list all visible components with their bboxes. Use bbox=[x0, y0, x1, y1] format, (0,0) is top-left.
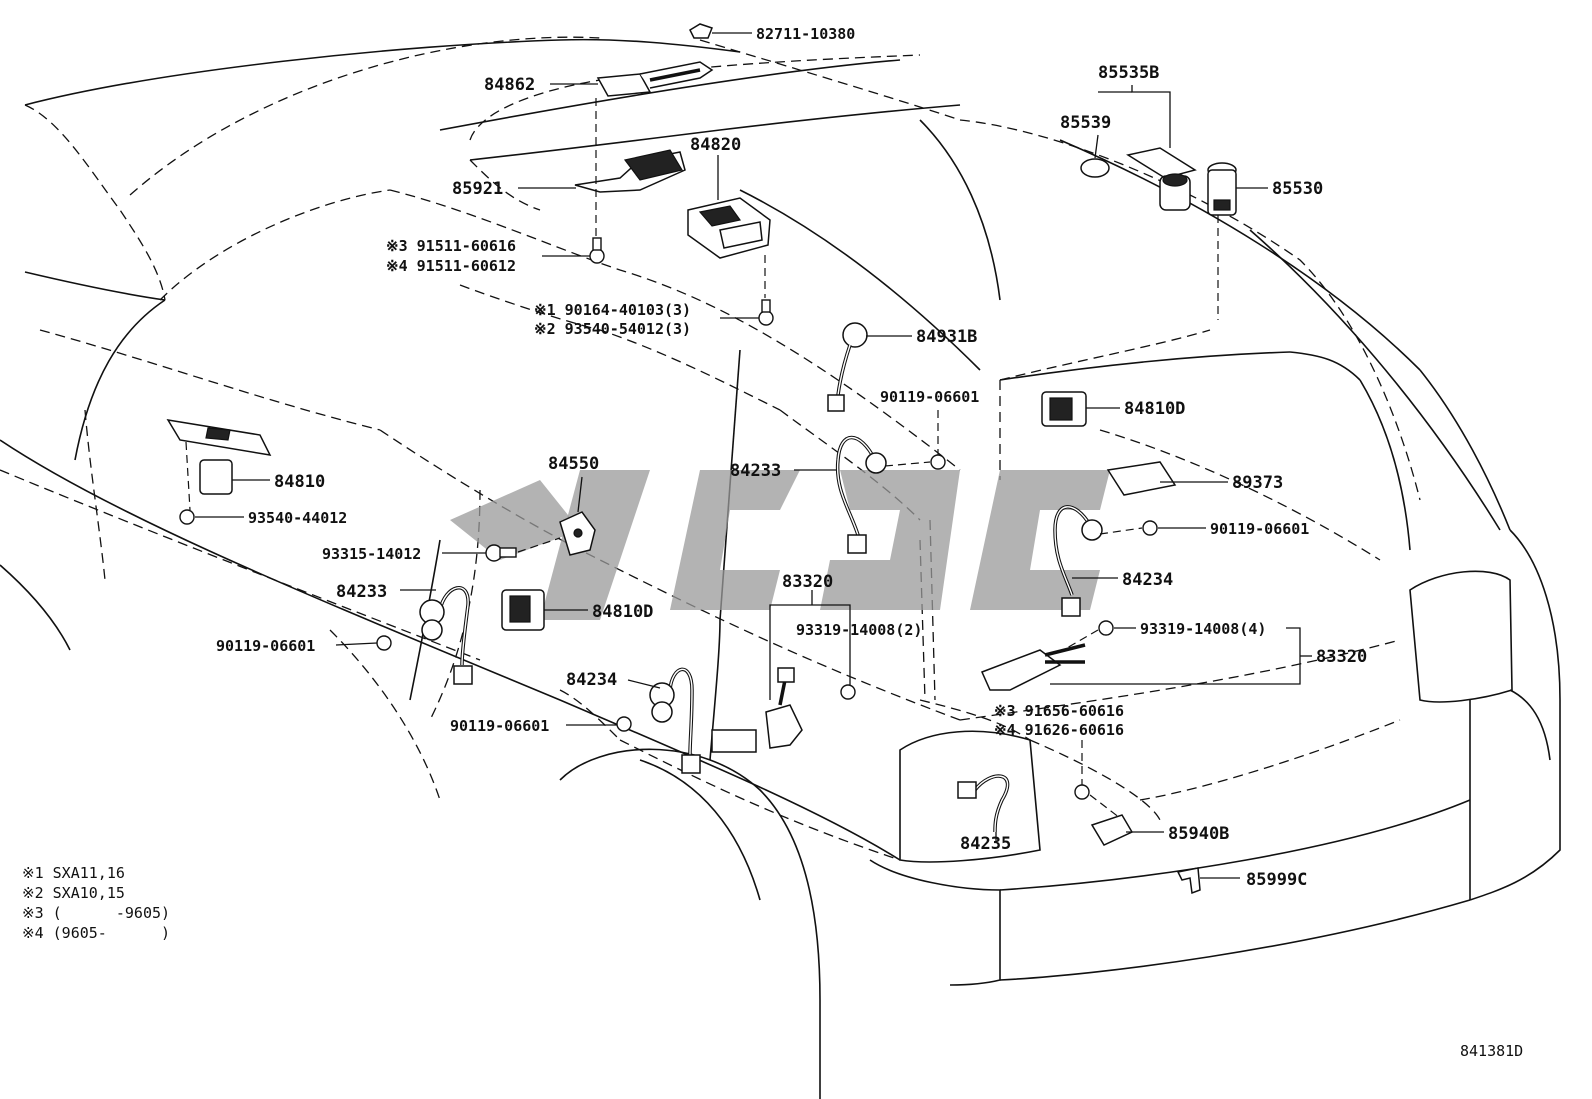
label-93319-b: 93319-14008(4) bbox=[1140, 620, 1266, 638]
label-83320-center: 83320 bbox=[782, 572, 833, 592]
watermark-logo bbox=[450, 470, 1110, 620]
label-90119-b: 90119-06601 bbox=[1210, 520, 1309, 538]
label-84810: 84810 bbox=[274, 472, 325, 492]
label-84810D-right: 84810D bbox=[1124, 399, 1185, 419]
footnote-2: ※2 SXA10,15 bbox=[22, 884, 125, 902]
label-84550: 84550 bbox=[548, 454, 599, 474]
label-84233-left: 84233 bbox=[336, 582, 387, 602]
label-84810D-left: 84810D bbox=[592, 602, 653, 622]
label-84233-center: 84233 bbox=[730, 461, 781, 481]
vehicle-outline bbox=[0, 38, 1561, 1099]
part-84810-left bbox=[166, 418, 272, 525]
label-84820: 84820 bbox=[690, 135, 741, 155]
part-84820 bbox=[687, 197, 771, 259]
part-84862 bbox=[596, 61, 714, 97]
bolt-91511 bbox=[589, 237, 605, 264]
part-84550 bbox=[559, 511, 596, 556]
label-84235: 84235 bbox=[960, 834, 1011, 854]
footnote-1: ※1 SXA11,16 bbox=[22, 864, 125, 882]
label-85539: 85539 bbox=[1060, 113, 1111, 133]
bolt-90164 bbox=[758, 299, 774, 326]
diagram-code: 841381D bbox=[1460, 1042, 1523, 1060]
footnote-4: ※4 (9605- ) bbox=[22, 924, 170, 942]
label-90119-d: 90119-06601 bbox=[450, 717, 549, 735]
label-90119-c: 90119-06601 bbox=[216, 637, 315, 655]
interior-dashed-lines bbox=[0, 36, 1421, 861]
label-82711: 82711-10380 bbox=[756, 25, 855, 43]
part-84931B bbox=[827, 322, 868, 412]
label-93315: 93315-14012 bbox=[322, 545, 421, 563]
label-85535B: 85535B bbox=[1098, 63, 1159, 83]
label-90119-a: 90119-06601 bbox=[880, 388, 979, 406]
part-84234-center bbox=[616, 667, 701, 774]
part-84235 bbox=[957, 774, 1090, 833]
label-91656: ※3 91656-60616 bbox=[994, 702, 1124, 720]
label-91511-b: ※4 91511-60612 bbox=[386, 257, 516, 275]
label-85999C: 85999C bbox=[1246, 870, 1307, 890]
clip-82711 bbox=[689, 23, 713, 39]
label-93540-a: 93540-44012 bbox=[248, 509, 347, 527]
part-84233-left bbox=[376, 586, 473, 685]
callout-labels: 82711-10380 84862 84820 85921 85535B 855… bbox=[216, 25, 1367, 890]
part-84234-right bbox=[1053, 505, 1158, 617]
label-84862: 84862 bbox=[484, 75, 535, 95]
part-83320-right bbox=[980, 620, 1114, 691]
label-85921: 85921 bbox=[452, 179, 503, 199]
part-84810D-left bbox=[501, 589, 545, 631]
part-85921 bbox=[574, 149, 686, 193]
footnotes: ※1 SXA11,16 ※2 SXA10,15 ※3 ( -9605) ※4 (… bbox=[22, 864, 170, 942]
parts bbox=[166, 23, 1237, 895]
label-91511-a: ※3 91511-60616 bbox=[386, 237, 516, 255]
part-89373 bbox=[1106, 461, 1177, 496]
part-85539 bbox=[1080, 158, 1110, 178]
label-93319-a: 93319-14008(2) bbox=[796, 621, 922, 639]
part-85940B bbox=[1090, 814, 1134, 846]
label-93540-b: ※2 93540-54012(3) bbox=[534, 320, 691, 338]
part-83320-center bbox=[711, 667, 856, 753]
label-84234-right: 84234 bbox=[1122, 570, 1173, 590]
footnote-3: ※3 ( -9605) bbox=[22, 904, 170, 922]
label-85530: 85530 bbox=[1272, 179, 1323, 199]
part-85535B bbox=[1126, 147, 1197, 211]
part-85999C bbox=[1176, 867, 1201, 895]
label-91626: ※4 91626-60616 bbox=[994, 721, 1124, 739]
label-90164: ※1 90164-40103(3) bbox=[534, 301, 691, 319]
label-84234-center: 84234 bbox=[566, 670, 617, 690]
label-85940B: 85940B bbox=[1168, 824, 1229, 844]
label-89373: 89373 bbox=[1232, 473, 1283, 493]
label-84931B: 84931B bbox=[916, 327, 977, 347]
part-85530 bbox=[1207, 162, 1237, 216]
part-84810D-right bbox=[1041, 391, 1087, 427]
leader-lines bbox=[185, 32, 1312, 879]
label-83320-right: 83320 bbox=[1316, 647, 1367, 667]
part-84233-center bbox=[835, 435, 946, 554]
